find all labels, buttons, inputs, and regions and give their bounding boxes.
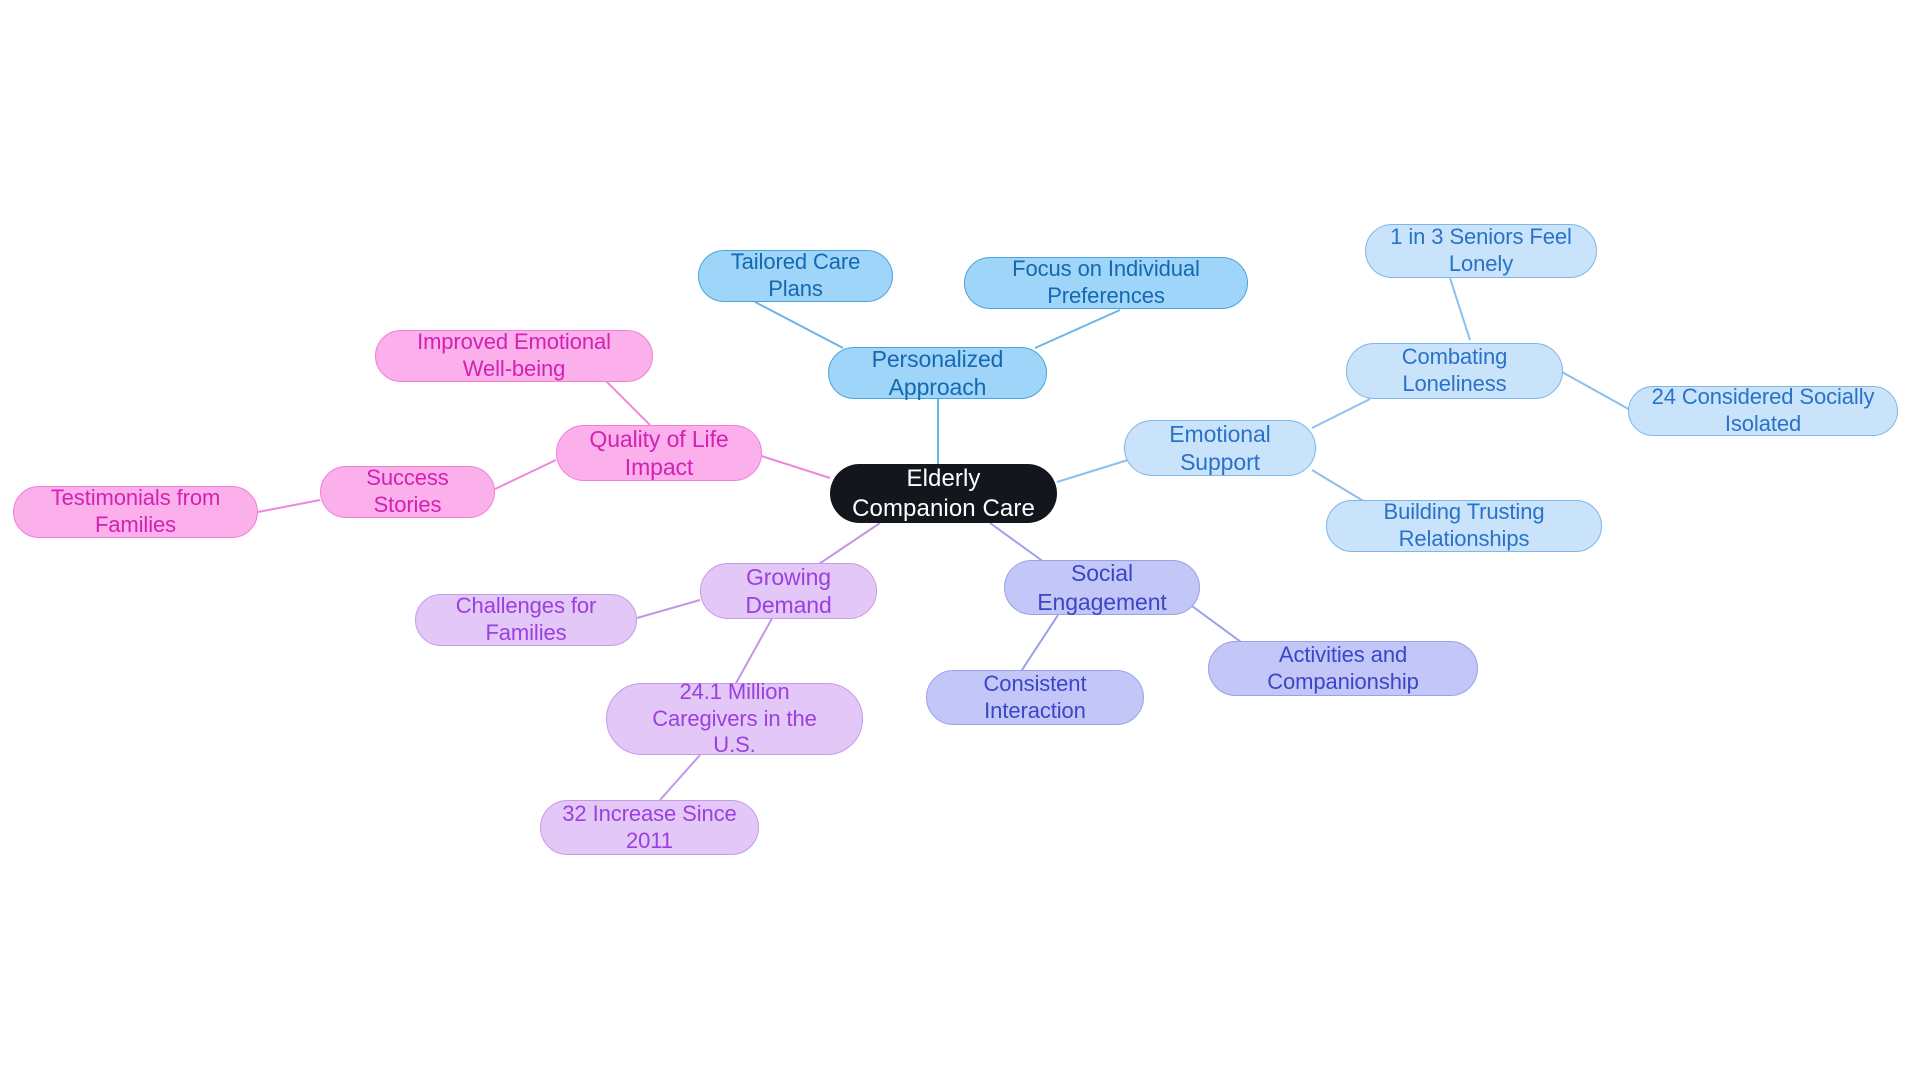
node-challenges-for-families[interactable]: Challenges for Families	[415, 593, 637, 646]
edge-social-activities-companionship	[1191, 605, 1246, 646]
node-label: 24 Considered Socially Isolated	[1651, 384, 1875, 436]
node-seniors-feel-lonely[interactable]: 1 in 3 Seniors Feel Lonely	[1365, 224, 1597, 278]
node-label: Activities and Companionship	[1267, 641, 1419, 694]
node-social-engagement[interactable]: Social Engagement	[1004, 560, 1200, 615]
node-label: Elderly Companion Care	[852, 465, 1035, 522]
node-consistent-interaction[interactable]: Consistent Interaction	[926, 670, 1144, 725]
node-label: Improved Emotional Well-being	[417, 329, 611, 381]
node-label: Focus on Individual Preferences	[1012, 256, 1200, 308]
node-tailored-care-plans[interactable]: Tailored Care Plans	[698, 249, 893, 302]
node-improved-emotional-wellbeing[interactable]: Improved Emotional Well-being	[375, 329, 653, 382]
edge-root-emotional-support	[1056, 459, 1129, 483]
node-emotional-support[interactable]: Emotional Support	[1124, 420, 1316, 476]
node-quality-of-life-impact[interactable]: Quality of Life Impact	[556, 425, 762, 481]
edge-personalized-focus-preferences	[1034, 309, 1121, 349]
node-focus-on-individual-preferences[interactable]: Focus on Individual Preferences	[964, 256, 1248, 309]
node-label: Building Trusting Relationships	[1383, 499, 1545, 551]
node-combating-loneliness[interactable]: Combating Loneliness	[1346, 343, 1563, 399]
node-label: Testimonials from Families	[50, 485, 221, 537]
node-label: Social Engagement	[1037, 560, 1167, 615]
edge-root-quality-of-life	[751, 452, 831, 479]
node-label: 1 in 3 Seniors Feel Lonely	[1390, 224, 1572, 276]
node-personalized-approach[interactable]: Personalized Approach	[828, 345, 1047, 400]
edge-caregivers-increase-2011	[659, 754, 701, 801]
node-growing-demand[interactable]: Growing Demand	[700, 563, 877, 619]
edge-growing-challenges-families	[636, 599, 701, 619]
node-activities-and-companionship[interactable]: Activities and Companionship	[1208, 641, 1478, 696]
edge-combating-socially-isolated	[1561, 371, 1633, 412]
node-label: 32 Increase Since 2011	[562, 800, 737, 853]
node-considered-socially-isolated[interactable]: 24 Considered Socially Isolated	[1628, 384, 1898, 436]
node-label: Combating Loneliness	[1401, 344, 1508, 396]
edge-social-consistent-interaction	[1019, 614, 1059, 674]
node-success-stories[interactable]: Success Stories	[320, 465, 495, 518]
node-label: Quality of Life Impact	[589, 425, 729, 480]
node-label: Consistent Interaction	[983, 670, 1087, 723]
node-increase-since-2011[interactable]: 32 Increase Since 2011	[540, 800, 759, 855]
node-elderly-companion-care[interactable]: Elderly Companion Care	[830, 464, 1057, 523]
edge-personalized-tailored-care-plans	[754, 301, 844, 349]
node-caregivers-in-us[interactable]: 24.1 Million Caregivers in the U.S.	[606, 679, 863, 757]
edge-success-testimonials	[257, 499, 321, 513]
edge-emotional-combating-loneliness	[1311, 398, 1371, 429]
node-label: 24.1 Million Caregivers in the U.S.	[652, 679, 817, 758]
node-testimonials-from-families[interactable]: Testimonials from Families	[13, 485, 258, 538]
edge-combating-seniors-lonely	[1449, 277, 1471, 341]
node-label: Personalized Approach	[871, 345, 1004, 400]
node-label: Success Stories	[366, 465, 449, 517]
edge-quality-success-stories	[494, 459, 557, 490]
edge-growing-caregivers	[734, 612, 776, 686]
node-label: Tailored Care Plans	[730, 249, 861, 301]
node-label: Emotional Support	[1169, 420, 1271, 475]
node-building-trusting-relationships[interactable]: Building Trusting Relationships	[1326, 499, 1602, 552]
edge-quality-improved-wellbeing	[604, 379, 651, 426]
node-label: Challenges for Families	[455, 593, 597, 645]
node-label: Growing Demand	[745, 563, 832, 618]
